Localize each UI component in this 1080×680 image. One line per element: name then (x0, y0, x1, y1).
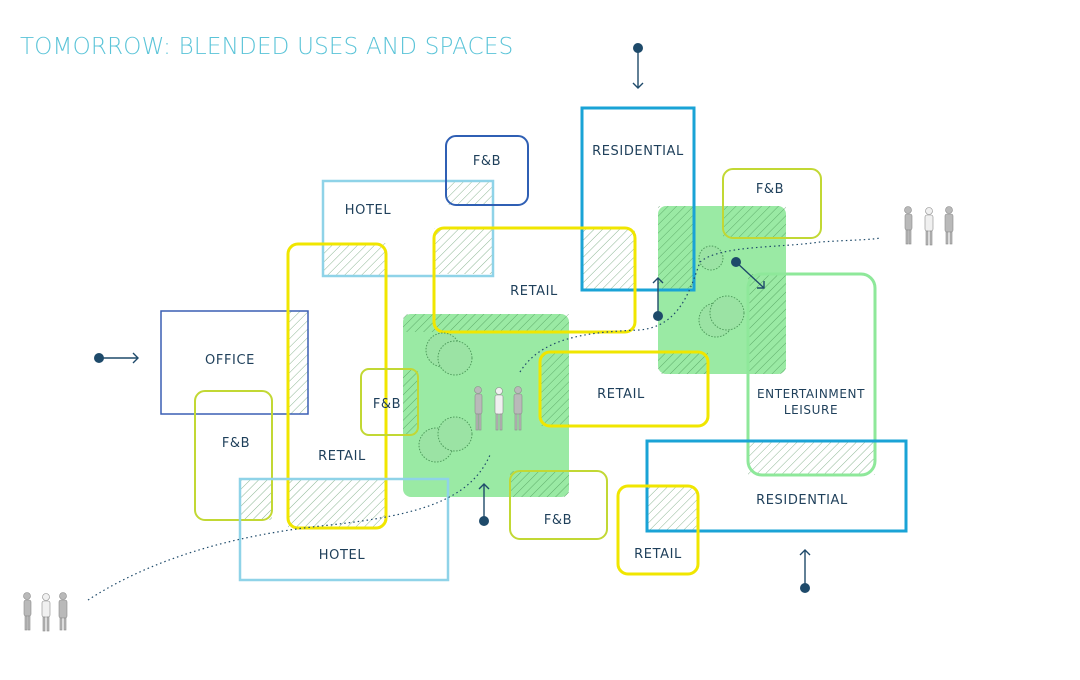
fnb-label-small: F&B (373, 397, 401, 412)
entertainment-zone (746, 272, 877, 477)
fnb-zone-small (360, 368, 419, 436)
diagram-title: TOMORROW: BLENDED USES AND SPACES (20, 34, 514, 60)
fnb-label-bottom: F&B (544, 513, 572, 528)
entertainment-label-line2: LEISURE (784, 403, 838, 417)
fnb-label-top: F&B (473, 154, 501, 169)
retail-label-center: RETAIL (597, 387, 645, 402)
retail-zone-center-top (432, 226, 637, 334)
fnb-zone-top-right (722, 168, 822, 239)
fnb-label-top-right: F&B (756, 182, 784, 197)
hotel-label-bottom: HOTEL (319, 548, 366, 563)
office-label: OFFICE (205, 353, 255, 368)
fnb-zone-top (445, 135, 529, 206)
retail-zone-bottom (616, 484, 700, 576)
residential-label-bottom: RESIDENTIAL (756, 493, 848, 508)
retail-label-bottom: RETAIL (634, 547, 682, 562)
hotel-label-top: HOTEL (345, 203, 392, 218)
fnb-zone-bottom (509, 470, 608, 540)
arrow-icon (100, 50, 811, 588)
tree-icon (418, 245, 745, 463)
pedestrian-paths (87, 237, 881, 601)
retail-zone-left (286, 242, 388, 530)
retail-zone-center (538, 350, 710, 428)
entertainment-label-line1: ENTERTAINMENT (757, 387, 865, 401)
hotel-zone-bottom (238, 477, 450, 582)
residential-zone-top (580, 106, 696, 292)
office-zone (160, 310, 309, 415)
arrow-origin-dots (94, 43, 810, 593)
retail-label-center-top: RETAIL (510, 284, 558, 299)
people-icon (23, 206, 954, 632)
overlap-hatches (240, 181, 875, 531)
fnb-label-left: F&B (222, 436, 250, 451)
fnb-zone-left (194, 390, 273, 521)
residential-label-top: RESIDENTIAL (592, 144, 684, 159)
retail-label-left: RETAIL (318, 449, 366, 464)
